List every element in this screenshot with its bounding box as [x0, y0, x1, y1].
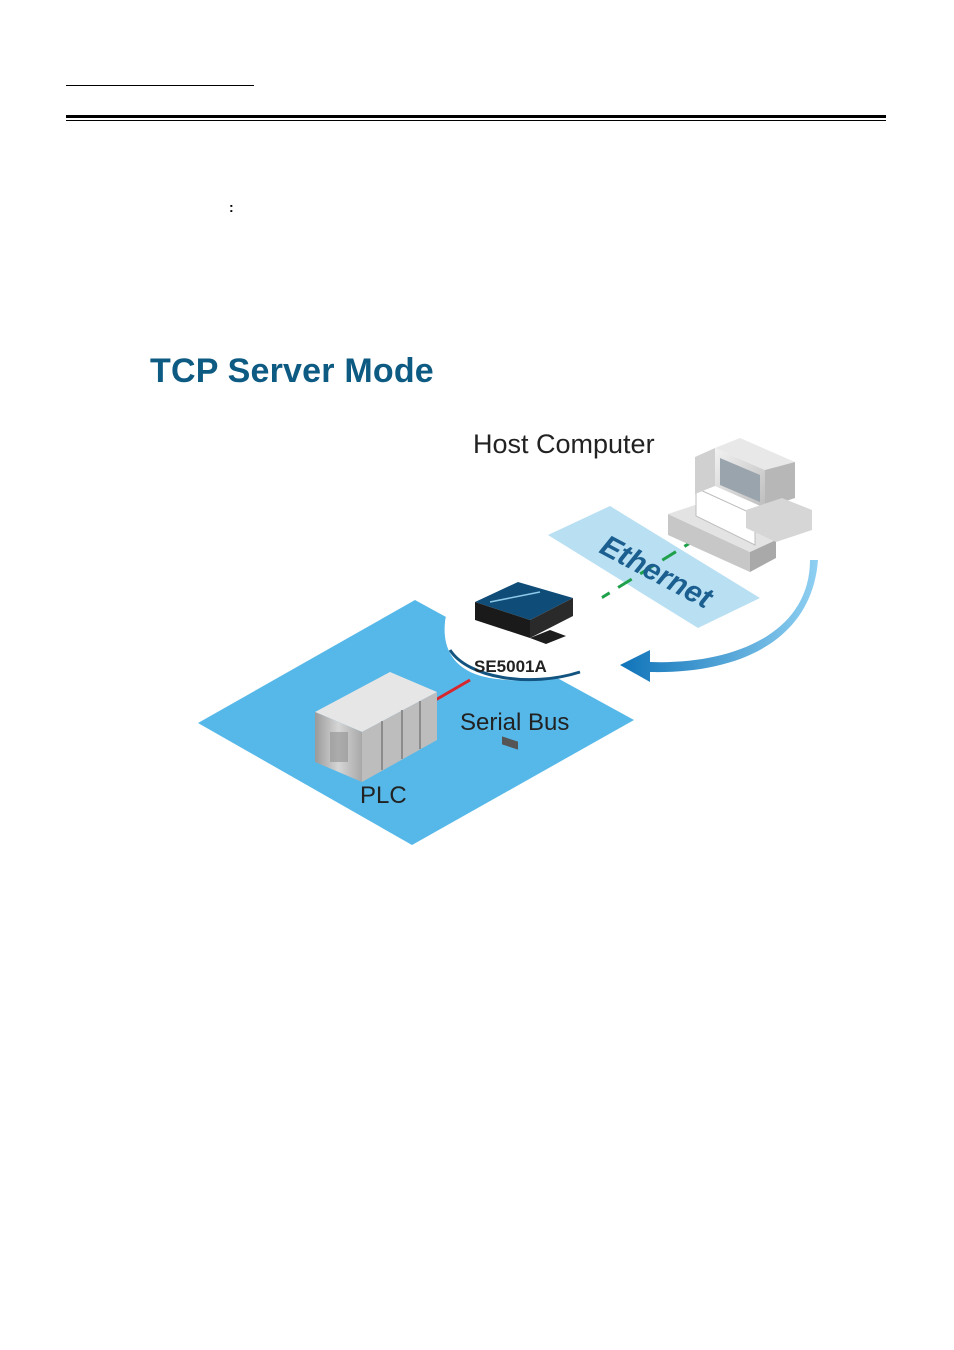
header-short-rule	[66, 85, 254, 86]
colon-mark: :	[229, 199, 234, 215]
header-rule	[66, 115, 886, 121]
device-label: SE5001A	[474, 657, 547, 676]
host-computer-label: Host Computer	[473, 429, 655, 459]
host-computer-icon	[668, 438, 812, 572]
plc-label: PLC	[360, 782, 407, 809]
device-ellipse-edge	[448, 649, 581, 682]
ethernet-link	[597, 536, 699, 602]
curved-arrow	[620, 560, 818, 682]
diagram-title: TCP Server Mode	[150, 352, 434, 390]
serial-bus-label: Serial Bus	[460, 709, 569, 736]
tcp-server-mode-diagram: Host Computer Ethernet SE5001A Serial Bu…	[198, 429, 818, 845]
plc-icon	[315, 672, 437, 782]
device-se5001a-icon	[475, 582, 573, 750]
serial-link	[431, 678, 471, 704]
